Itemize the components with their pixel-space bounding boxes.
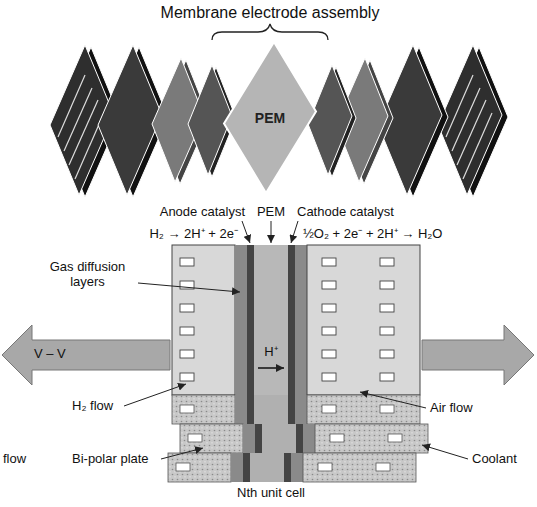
membrane-diamond: PEM	[222, 40, 318, 195]
part-label: V – V	[34, 347, 66, 362]
part-label: H₂ flow	[72, 399, 113, 414]
part-label: Gas diffusion layers	[40, 260, 135, 290]
part-label: Air flow	[430, 401, 473, 416]
part-label: Anode catalyst	[160, 205, 245, 220]
leader-lines	[124, 283, 468, 459]
potential-arrow	[2, 325, 170, 385]
part-label: Bi-polar plate	[72, 452, 149, 467]
part-label: ½O₂ + 2e⁻ + 2H⁺ → H₂O	[303, 227, 442, 242]
cell-cross-section	[168, 245, 428, 482]
part-label: flow	[3, 452, 26, 467]
bracket	[212, 24, 328, 40]
potential-arrow	[422, 325, 534, 385]
node-label: PEM	[255, 110, 285, 126]
part-label: Membrane electrode assembly	[161, 4, 380, 22]
part-label: Nth unit cell	[237, 486, 305, 501]
part-label: H⁺	[264, 345, 277, 360]
part-label: H₂ → 2H⁺ + 2e⁻	[149, 227, 238, 242]
leader-lines	[242, 221, 298, 243]
part-label: PEM	[257, 205, 285, 220]
part-label: Cathode catalyst	[297, 205, 394, 220]
part-label: Coolant	[472, 452, 517, 467]
